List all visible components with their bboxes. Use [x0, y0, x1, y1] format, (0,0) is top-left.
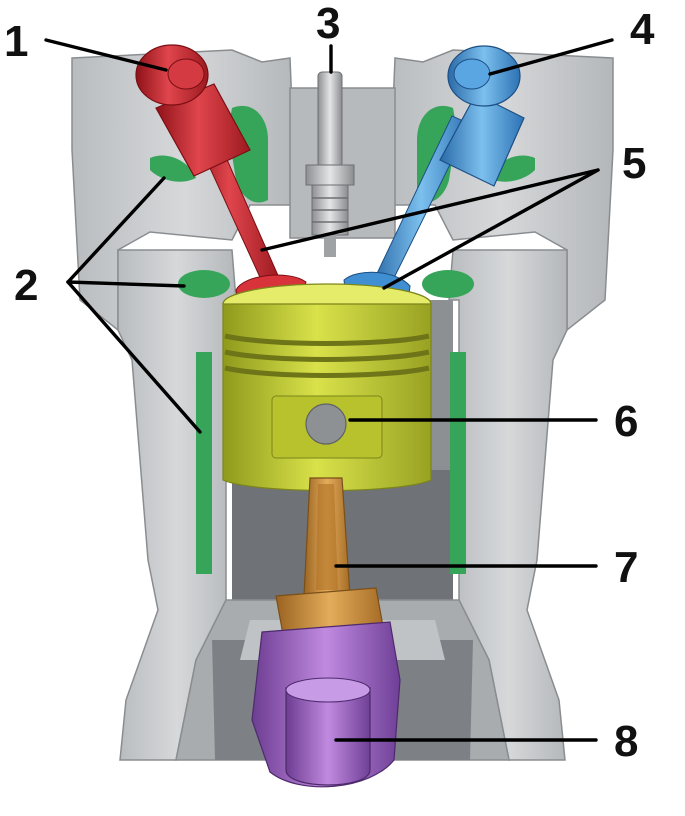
crankshaft [251, 621, 401, 788]
coolant-jacket-head-right-1 [489, 155, 535, 182]
coolant-jacket-wall-right [450, 352, 466, 574]
label-6: 6 [614, 397, 638, 446]
leader-2b [66, 280, 186, 288]
exhaust-valve-spring-housing [439, 93, 525, 187]
coolant-port-left [178, 270, 230, 298]
piston-ring-3 [224, 365, 430, 378]
label-1: 1 [4, 17, 28, 66]
piston-ring-1 [224, 333, 430, 346]
labels: 1 2 3 4 5 6 7 8 [4, 0, 655, 766]
label-8: 8 [614, 717, 638, 766]
leader-2a [66, 176, 166, 284]
spark-plug [305, 71, 355, 257]
leader-4 [488, 38, 614, 76]
leader-5a [260, 168, 600, 252]
label-5: 5 [622, 139, 646, 188]
piston-ring-2 [224, 349, 430, 362]
leader-lines [44, 38, 614, 742]
exhaust-valve-assembly [343, 45, 525, 306]
label-3: 3 [316, 0, 340, 48]
leader-2c [66, 280, 202, 434]
piston-pin [305, 403, 347, 445]
coolant-jacket-head-left-1 [150, 155, 196, 182]
piston [222, 283, 432, 492]
label-2: 2 [14, 261, 38, 310]
crankshaft-journal [285, 687, 371, 786]
coolant-jacket-wall-left [196, 352, 212, 574]
label-4: 4 [630, 5, 655, 54]
coolant-port-right [422, 270, 474, 298]
leader-1 [44, 38, 168, 72]
label-7: 7 [614, 543, 638, 592]
leader-5b [382, 168, 600, 290]
